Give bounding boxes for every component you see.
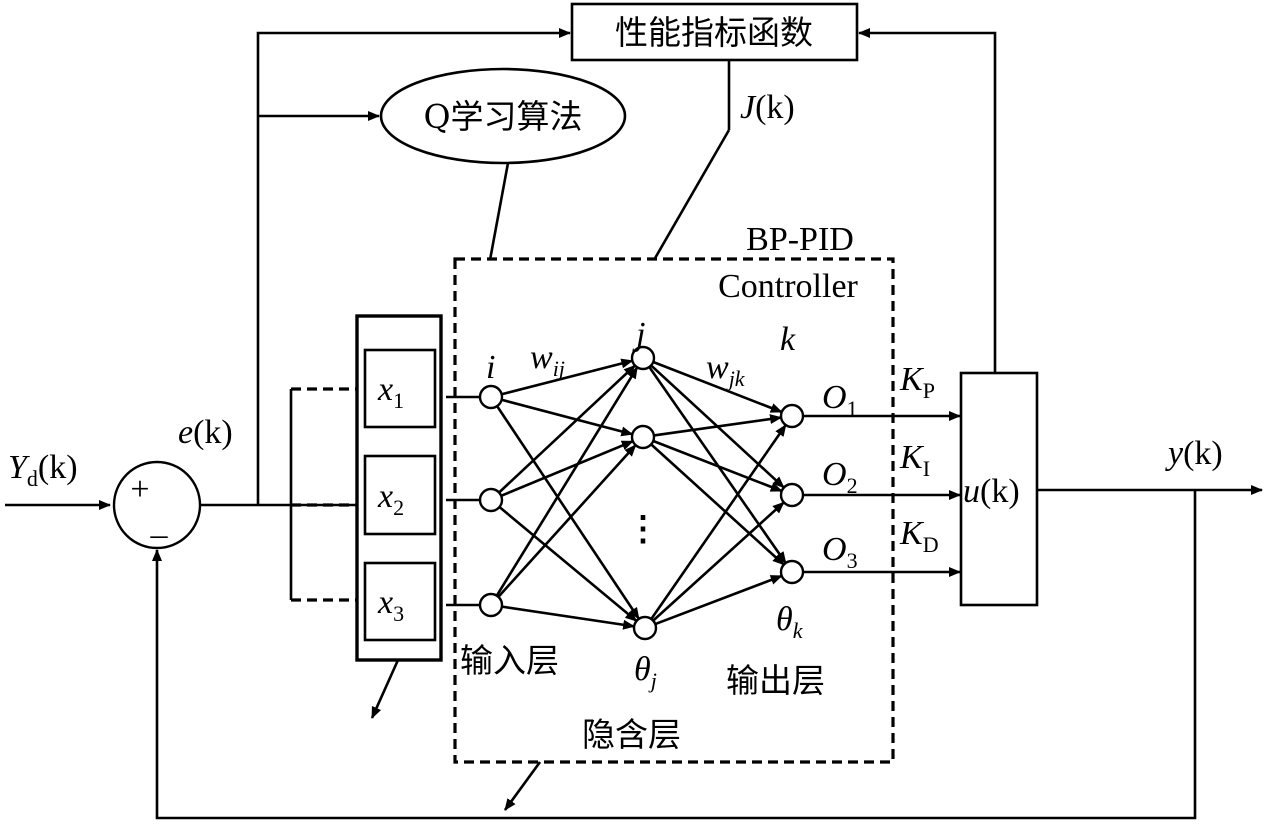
svg-text:x3: x3	[377, 584, 404, 626]
bp-pid-controller-frame	[453, 257, 895, 764]
plant-output-label: y(k)	[1165, 435, 1223, 472]
pid-output-block: u(k)	[959, 371, 1039, 607]
edge-input3-hidden3	[501, 605, 636, 630]
control-signal-label: u(k)	[963, 473, 1020, 510]
input-container	[355, 314, 443, 662]
jk-connector-diagonal	[652, 129, 731, 261]
hidden-layer-label: 隐含层	[582, 715, 681, 754]
input-node-3	[478, 592, 504, 618]
weight-ij-label: wij	[530, 339, 565, 381]
output-node-1	[779, 403, 805, 429]
output-to-performance-arrow	[858, 28, 997, 373]
gain-kd-label: KD	[899, 515, 939, 557]
error-to-performance-arrow	[256, 28, 571, 505]
performance-function-label: 性能指标函数	[615, 13, 813, 52]
edge-input2-hidden1	[498, 364, 636, 494]
minus-sign: –	[150, 516, 169, 553]
output-o1-label: O1	[822, 379, 858, 421]
reference-label: Yd(k)	[8, 449, 78, 491]
performance-function-box	[570, 2, 859, 62]
input-index-label: i	[486, 349, 495, 386]
q-learning-block: Q学习算法	[379, 67, 627, 165]
edge-hidden2-output3	[650, 443, 785, 566]
hidden-node-1	[630, 345, 656, 371]
output-o2-label: O2	[822, 456, 858, 498]
output-index-label: k	[780, 321, 796, 358]
controller-title-line1: BP-PID	[746, 221, 854, 258]
output-node-3	[779, 559, 805, 585]
svg-text:x1: x1	[377, 371, 404, 413]
q-learning-label: Q学习算法	[423, 97, 582, 136]
edge-input3-hidden1	[495, 366, 639, 597]
input-box-x2: x2	[363, 454, 437, 536]
edge-input2-hidden3	[498, 506, 638, 622]
input-node-1	[478, 384, 504, 410]
q-learning-ellipse	[379, 67, 627, 165]
performance-signal-label: J(k)	[740, 89, 795, 126]
weight-jk-label: wjk	[706, 349, 746, 391]
edge-input1-hidden2	[501, 398, 634, 437]
input-node-2	[478, 487, 504, 513]
edge-hidden3-output3	[654, 574, 783, 626]
controller-adjust-arrow	[503, 761, 542, 811]
hidden-ellipsis: ⋮	[626, 511, 660, 548]
summing-junction: + –	[112, 460, 202, 553]
hidden-node-3	[632, 615, 658, 641]
gain-ki-label: KI	[899, 439, 930, 481]
edge-hidden2-output1	[653, 414, 783, 437]
input-box-x3: x3	[363, 561, 437, 642]
svg-text:x2: x2	[377, 478, 404, 520]
edge-input1-hidden1	[501, 358, 634, 396]
network-nodes	[478, 345, 805, 641]
network-edges	[446, 358, 961, 630]
plus-sign: +	[130, 471, 149, 508]
theta-k-label: θk	[776, 601, 804, 643]
error-label: e(k)	[178, 414, 233, 451]
edge-hidden3-output2	[652, 501, 785, 622]
edge-hidden2-output2	[652, 439, 783, 493]
controller-title-line2: Controller	[718, 268, 858, 305]
gain-kp-label: KP	[899, 361, 935, 403]
theta-j-label: θj	[634, 651, 657, 693]
feedback-arrow	[152, 490, 1197, 820]
output-node-2	[779, 482, 805, 508]
output-layer-label: 输出层	[726, 661, 825, 700]
q-learning-connector	[488, 162, 510, 261]
edge-hidden3-output1	[650, 424, 787, 620]
edge-hidden1-output1	[652, 360, 783, 414]
hidden-index-label: j	[632, 316, 645, 353]
input-layer-label: 输入层	[460, 641, 559, 680]
hidden-node-2	[630, 424, 656, 450]
edge-input1-hidden3	[496, 405, 640, 620]
edge-input2-hidden2	[500, 440, 634, 497]
performance-function-block: 性能指标函数	[570, 2, 859, 62]
input-box-x1: x1	[363, 348, 437, 429]
output-o3-label: O3	[822, 531, 858, 573]
edge-input3-hidden2	[497, 444, 637, 598]
input-container-adjust-arrow	[370, 659, 400, 719]
